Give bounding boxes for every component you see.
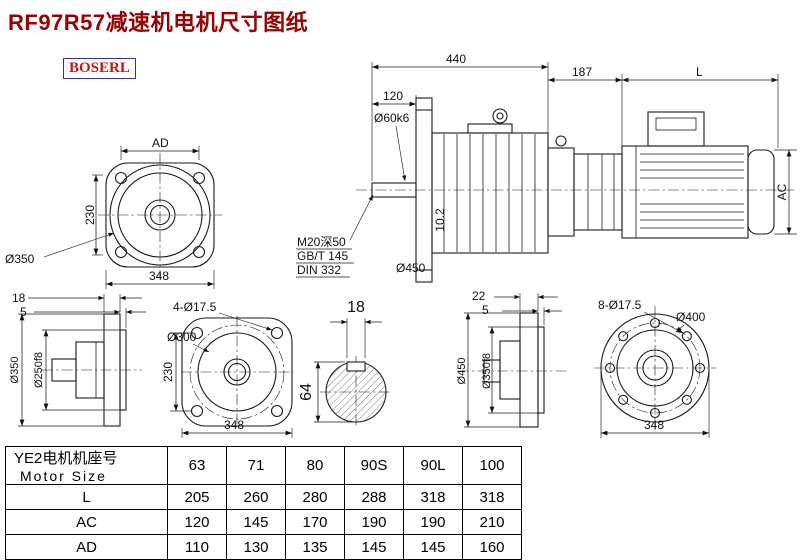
keyway-depth-label: 10.2	[433, 208, 447, 232]
output-flange-view: 4-Ø17.5 Ø300 230 348	[161, 300, 293, 438]
motor-size-table: YE2电机机座号 Motor Size 63 71 80 90S 90L 100…	[5, 446, 522, 560]
motor-body	[621, 145, 749, 239]
table-row-ac: AC 120 145 170 190 190 210	[5, 509, 522, 535]
dim-187-label: 187	[572, 65, 592, 79]
rear-flange-view: AD 230 348 Ø350	[5, 136, 222, 289]
dim-d250f8-label: Ø250f8	[33, 352, 45, 388]
row-label-ac: AC	[5, 509, 168, 535]
cell-l-100: 318	[462, 484, 522, 510]
cell-ad-63: 110	[167, 534, 227, 560]
cell-ac-71: 145	[226, 509, 286, 535]
fan-cover	[747, 149, 775, 235]
size-col-63: 63	[167, 446, 227, 485]
cell-ac-80: 170	[285, 509, 345, 535]
output-shaft-side-view: 18 5 Ø350 Ø250f8	[9, 291, 146, 427]
cell-ad-90l: 145	[403, 534, 463, 560]
b5-flange-view: 8-Ø17.5 Ø400 348	[594, 298, 716, 438]
cell-l-90s: 288	[344, 484, 404, 510]
cell-ad-80: 135	[285, 534, 345, 560]
dim-120-label: 120	[383, 89, 403, 103]
size-col-90l: 90L	[403, 446, 463, 485]
cell-ad-90s: 145	[344, 534, 404, 560]
dim-ac-label: AC	[775, 183, 789, 200]
dim-348-label: 348	[149, 269, 169, 283]
standard-gb-callout: GB/T 145	[297, 249, 348, 263]
gear-housing	[431, 132, 549, 254]
dim-d350f8-label: Ø350f8	[481, 353, 493, 389]
table-header-row: YE2电机机座号 Motor Size 63 71 80 90S 90L 100	[5, 446, 522, 485]
pre-stage-housing	[547, 147, 575, 237]
dim-230-label: 230	[83, 205, 97, 225]
cell-l-90l: 318	[403, 484, 463, 510]
cell-l-71: 260	[226, 484, 286, 510]
dim-d400-label: Ø400	[676, 310, 706, 324]
table-header-cn: YE2电机机座号	[14, 450, 118, 467]
cell-l-63: 205	[167, 484, 227, 510]
terminal-box	[647, 111, 705, 147]
dim-348-b5-label: 348	[644, 418, 664, 432]
size-col-80: 80	[285, 446, 345, 485]
keyway-slot	[346, 361, 366, 372]
cell-ac-63: 120	[167, 509, 227, 535]
page-title: RF97R57减速机电机尺寸图纸	[8, 10, 309, 35]
dim-5b-label: 5	[482, 303, 489, 317]
table-row-l: L 205 260 280 288 318 318	[5, 484, 522, 510]
dim-d350-side-label: Ø350	[9, 357, 21, 384]
row-label-ad: AD	[5, 534, 168, 560]
dim-5-label: 5	[20, 305, 27, 319]
cell-ac-90l: 190	[403, 509, 463, 535]
technical-drawing: AD 230 348 Ø350	[5, 52, 797, 438]
dim-230-front-label: 230	[161, 362, 175, 382]
cell-l-80: 280	[285, 484, 345, 510]
table-header-en: Motor Size	[20, 468, 107, 484]
size-col-100: 100	[462, 446, 522, 485]
shaft-diameter-label: Ø60k6	[374, 111, 410, 125]
shaft-key-section-view: 18 64	[298, 299, 392, 428]
dim-l-label: L	[696, 65, 703, 79]
table-row-ad: AD 110 130 135 145 145 160	[5, 534, 522, 560]
dim-ad-label: AD	[152, 136, 169, 150]
dim-d450-label: Ø450	[396, 261, 426, 275]
tap-callout: M20深50	[297, 235, 346, 249]
dim-d350-label: Ø350	[5, 252, 35, 266]
dim-440-label: 440	[446, 52, 466, 66]
brand-logo: BOSERL	[63, 58, 136, 79]
size-col-90s: 90S	[344, 446, 404, 485]
key-width-label: 18	[347, 299, 365, 316]
b5-bolt-holes-callout: 8-Ø17.5	[598, 298, 642, 312]
bolt-holes-callout: 4-Ø17.5	[173, 300, 217, 314]
table-header-motor-size: YE2电机机座号 Motor Size	[5, 446, 168, 485]
dim-18-label: 18	[12, 291, 26, 305]
cell-ad-71: 130	[226, 534, 286, 560]
key-height-label: 64	[298, 383, 315, 401]
b5-flange-disc	[519, 312, 539, 428]
lifting-eye	[492, 108, 508, 124]
cell-ac-100: 210	[462, 509, 522, 535]
main-side-view: 440 120 Ø60k6 187 L AC M20深50 GB/T 145 D…	[296, 52, 797, 283]
dim-d300-label: Ø300	[167, 330, 197, 344]
dim-22-label: 22	[472, 289, 486, 303]
cell-ad-100: 160	[462, 534, 522, 560]
b5-flange-side-view: 22 5 Ø450 Ø350f8	[456, 289, 568, 428]
row-label-l: L	[5, 484, 168, 510]
cell-ac-90s: 190	[344, 509, 404, 535]
dim-d450-side-label: Ø450	[456, 358, 468, 385]
dim-348-front-label: 348	[224, 418, 244, 432]
standard-din-callout: DIN 332	[297, 263, 341, 277]
size-col-71: 71	[226, 446, 286, 485]
